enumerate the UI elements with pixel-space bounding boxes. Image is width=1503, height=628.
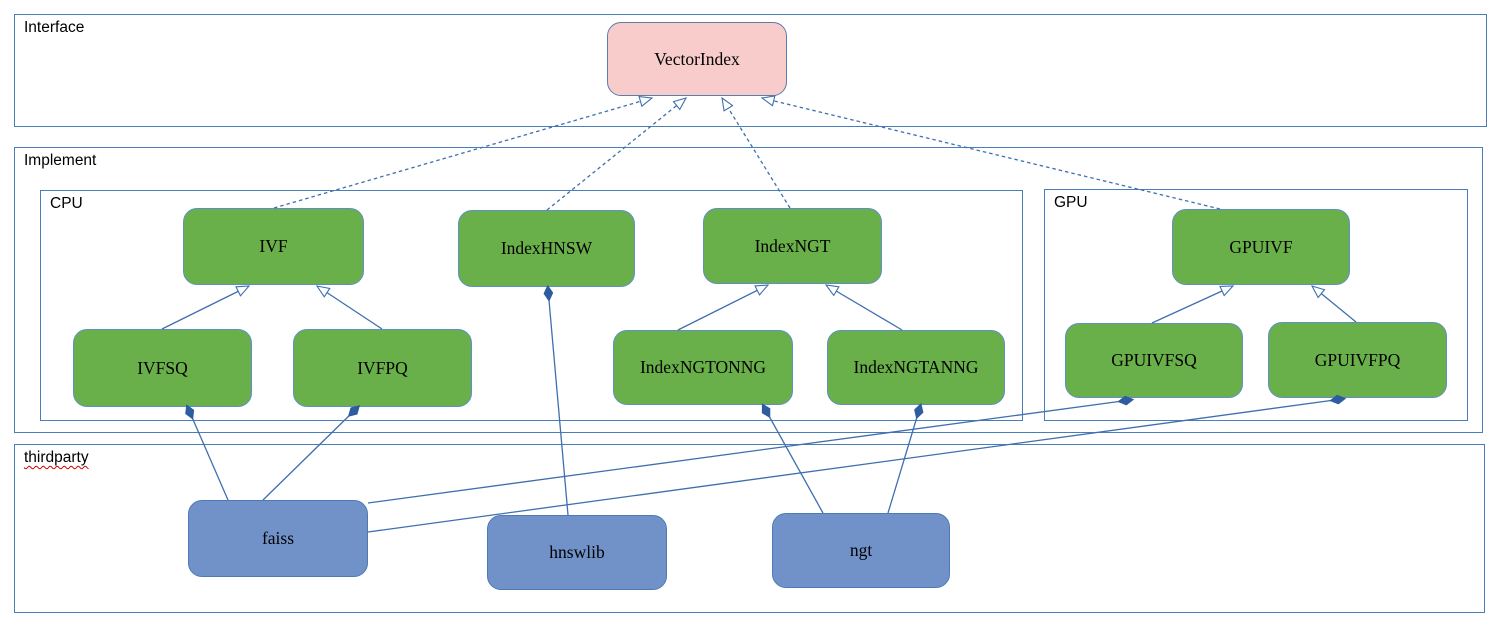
node-indexngtanng[interactable]: IndexNGTANNG [827, 330, 1005, 405]
node-label-indexngt: IndexNGT [754, 235, 831, 256]
container-label-gpu: GPU [1054, 194, 1088, 211]
node-indexhnsw[interactable]: IndexHNSW [458, 210, 635, 287]
node-label-vectorindex: VectorIndex [654, 48, 740, 69]
node-label-ivf: IVF [259, 236, 288, 256]
node-label-ivfsq: IVFSQ [137, 357, 188, 378]
node-indexngtonng[interactable]: IndexNGTONNG [613, 330, 793, 405]
node-ngt[interactable]: ngt [772, 513, 950, 588]
container-label-implement: Implement [24, 152, 97, 169]
node-faiss[interactable]: faiss [188, 500, 368, 577]
node-label-gpuivfsq: GPUIVFSQ [1111, 350, 1197, 370]
node-label-ngt: ngt [849, 540, 873, 560]
node-vectorindex[interactable]: VectorIndex [607, 22, 787, 96]
node-label-indexngtonng: IndexNGTONNG [639, 357, 767, 377]
node-ivfsq[interactable]: IVFSQ [73, 329, 252, 407]
node-gpuivf[interactable]: GPUIVF [1172, 209, 1350, 285]
container-label-cpu: CPU [50, 195, 83, 212]
node-gpuivfpq[interactable]: GPUIVFPQ [1268, 322, 1447, 398]
container-label-interface: Interface [24, 19, 85, 36]
node-label-gpuivf: GPUIVF [1229, 236, 1293, 257]
node-ivf[interactable]: IVF [183, 208, 364, 285]
node-label-hnswlib: hnswlib [549, 542, 605, 562]
node-label-gpuivfpq: GPUIVFPQ [1314, 349, 1401, 370]
node-label-indexhnsw: IndexHNSW [500, 238, 593, 258]
node-indexngt[interactable]: IndexNGT [703, 208, 882, 284]
node-label-indexngtanng: IndexNGTANNG [853, 357, 979, 377]
node-gpuivfsq[interactable]: GPUIVFSQ [1065, 323, 1243, 398]
container-label-thirdparty: thirdparty [24, 449, 89, 466]
node-label-faiss: faiss [261, 528, 295, 548]
node-hnswlib[interactable]: hnswlib [487, 515, 667, 590]
node-ivfpq[interactable]: IVFPQ [293, 329, 472, 407]
node-label-ivfpq: IVFPQ [357, 357, 408, 378]
